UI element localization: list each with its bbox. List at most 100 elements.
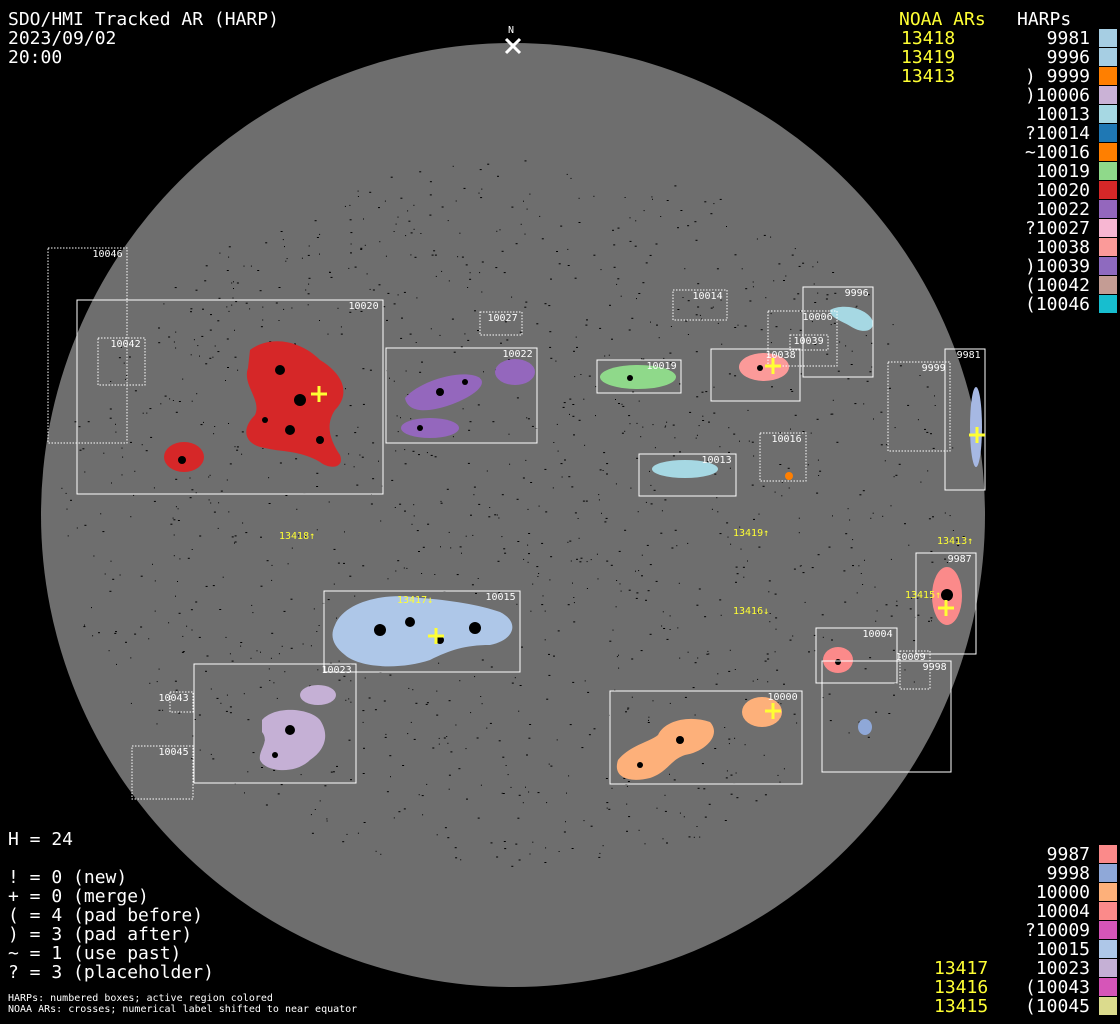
magnetogram-speck (357, 426, 359, 428)
magnetogram-speck (413, 504, 415, 506)
magnetogram-speck (149, 408, 152, 410)
magnetogram-speck (611, 338, 613, 340)
magnetogram-speck (913, 681, 915, 683)
magnetogram-speck (247, 719, 250, 721)
magnetogram-speck (522, 477, 525, 479)
harp-color-swatch (1099, 978, 1117, 996)
magnetogram-speck (837, 370, 840, 372)
magnetogram-speck (340, 326, 342, 328)
magnetogram-speck (236, 446, 239, 448)
harp-color-swatch (1099, 864, 1117, 882)
magnetogram-speck (872, 512, 874, 514)
magnetogram-speck (262, 306, 264, 308)
magnetogram-speck (241, 431, 244, 433)
magnetogram-speck (260, 536, 262, 538)
magnetogram-speck (455, 724, 457, 726)
magnetogram-speck (380, 853, 382, 855)
harp-count: H = 24 (8, 829, 74, 850)
magnetogram-speck (344, 463, 346, 465)
magnetogram-speck (567, 265, 570, 266)
magnetogram-speck (115, 631, 117, 633)
magnetogram-speck (887, 343, 890, 345)
magnetogram-speck (832, 515, 833, 517)
magnetogram-speck (895, 605, 898, 607)
magnetogram-speck (350, 680, 352, 682)
magnetogram-speck (735, 566, 738, 568)
magnetogram-speck (717, 673, 719, 675)
magnetogram-speck (473, 486, 476, 488)
magnetogram-speck (569, 540, 572, 542)
magnetogram-speck (647, 590, 650, 592)
magnetogram-speck (452, 165, 454, 167)
magnetogram-speck (456, 574, 459, 576)
magnetogram-speck (245, 532, 248, 534)
magnetogram-speck (489, 507, 491, 508)
magnetogram-speck (206, 655, 209, 657)
magnetogram-speck (227, 367, 229, 368)
magnetogram-speck (302, 643, 304, 645)
magnetogram-speck (232, 297, 234, 299)
noaa-shifted-label: 13417↓ (397, 595, 434, 606)
magnetogram-speck (697, 657, 699, 659)
magnetogram-speck (229, 706, 232, 708)
magnetogram-speck (175, 595, 176, 597)
magnetogram-speck (790, 389, 792, 390)
magnetogram-speck (268, 477, 270, 479)
magnetogram-speck (794, 248, 796, 250)
magnetogram-speck (930, 433, 932, 435)
magnetogram-speck (160, 403, 162, 405)
magnetogram-speck (638, 829, 640, 831)
magnetogram-speck (574, 277, 577, 279)
magnetogram-speck (569, 724, 572, 726)
magnetogram-speck (189, 497, 192, 499)
harp-box-9999 (887, 361, 951, 452)
magnetogram-speck (787, 467, 790, 469)
magnetogram-speck (717, 322, 719, 324)
magnetogram-speck (182, 635, 184, 637)
magnetogram-speck (269, 341, 272, 343)
magnetogram-speck (496, 230, 498, 232)
magnetogram-speck (526, 754, 528, 756)
magnetogram-speck (747, 409, 749, 411)
magnetogram-speck (914, 616, 916, 618)
magnetogram-speck (884, 460, 886, 462)
magnetogram-speck (769, 621, 771, 623)
magnetogram-speck (511, 296, 513, 298)
magnetogram-speck (924, 428, 926, 430)
magnetogram-speck (777, 702, 779, 704)
magnetogram-speck (126, 375, 128, 377)
magnetogram-speck (799, 565, 801, 567)
magnetogram-speck (843, 570, 846, 572)
magnetogram-speck (626, 830, 628, 832)
magnetogram-speck (669, 702, 671, 704)
harp-box-label: 9981 (956, 350, 981, 361)
magnetogram-speck (695, 351, 698, 353)
magnetogram-speck (517, 817, 520, 819)
magnetogram-speck (783, 683, 785, 685)
magnetogram-speck (268, 503, 271, 504)
magnetogram-speck (368, 697, 371, 699)
magnetogram-speck (372, 442, 375, 444)
magnetogram-speck (710, 307, 713, 309)
magnetogram-speck (370, 503, 373, 505)
magnetogram-speck (571, 486, 574, 488)
magnetogram-speck (532, 583, 534, 585)
harp-box-10042 (97, 337, 146, 386)
magnetogram-speck (158, 668, 160, 670)
magnetogram-speck (871, 366, 873, 368)
magnetogram-speck (631, 317, 634, 319)
magnetogram-speck (763, 234, 766, 236)
magnetogram-speck (479, 169, 482, 171)
magnetogram-speck (350, 701, 352, 703)
magnetogram-speck (285, 495, 288, 496)
harp-legend-item: 10020 (1035, 180, 1090, 201)
harp-box-label: 9987 (947, 554, 972, 565)
magnetogram-speck (369, 288, 371, 290)
magnetogram-speck (725, 777, 728, 779)
magnetogram-speck (515, 243, 518, 245)
magnetogram-speck (928, 518, 931, 520)
magnetogram-speck (494, 514, 497, 516)
magnetogram-speck (526, 417, 528, 419)
magnetogram-speck (615, 399, 616, 400)
magnetogram-speck (259, 686, 262, 688)
